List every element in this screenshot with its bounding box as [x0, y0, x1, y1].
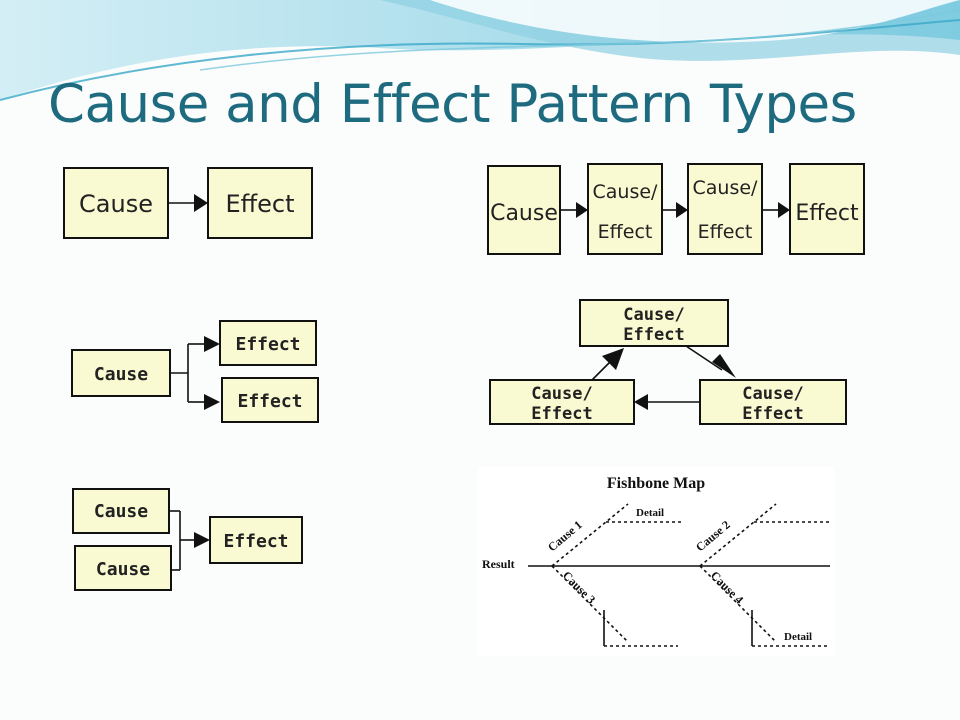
- fishbone-background: [478, 466, 834, 656]
- chain-cause-label: Cause: [490, 201, 558, 226]
- arrowhead: [576, 202, 588, 218]
- effect-label-1: Effect: [235, 334, 300, 355]
- effect-label-2: Effect: [237, 391, 302, 412]
- cause-box: [71, 349, 171, 397]
- diagram-fishbone-map: Fishbone Map Result Detail Cause 1 Cause…: [478, 466, 834, 656]
- fishbone-title: Fishbone Map: [607, 475, 705, 492]
- cycle-right-label-2: Effect: [742, 404, 803, 424]
- cycle-top-box: [579, 299, 729, 347]
- diagram-many-causes-one-effect: Cause Cause Effect: [72, 488, 303, 591]
- cycle-top-label-1: Cause/: [623, 305, 684, 325]
- chain-link2-label-bottom: Effect: [698, 221, 753, 243]
- arrowhead: [676, 202, 688, 218]
- cause-label: Cause: [94, 364, 148, 385]
- header-wave-line-2: [199, 9, 960, 71]
- effect-box-1: [219, 320, 317, 366]
- arrowhead: [194, 194, 208, 212]
- chain-effect-box: [789, 163, 865, 255]
- cycle-right-box: [699, 379, 847, 425]
- chain-cause-box: [487, 165, 561, 255]
- arrowhead: [204, 336, 220, 352]
- chain-link1-box: [587, 163, 663, 255]
- chain-effect-label: Effect: [795, 201, 859, 226]
- cause-label-2: Cause: [96, 559, 150, 580]
- diagram-one-cause-many-effects: Cause Effect Effect: [71, 320, 319, 423]
- cycle-left-label-1: Cause/: [531, 384, 592, 404]
- cycle-left-box: [489, 379, 635, 425]
- chain-link1-label-bottom: Effect: [598, 221, 653, 243]
- effect-box: [209, 516, 303, 564]
- arrowhead: [778, 202, 790, 218]
- arrowhead: [712, 354, 736, 378]
- fishbone-bone-2: [699, 503, 777, 567]
- diagram-single-cause-effect: Cause Effect: [63, 167, 313, 239]
- cause-label: Cause: [79, 190, 153, 218]
- fishbone-bone-1: [551, 503, 629, 567]
- cause-box: [63, 167, 169, 239]
- cycle-left-label-2: Effect: [531, 404, 592, 424]
- chain-link2-label-top: Cause/: [693, 177, 759, 199]
- slide-title: Cause and Effect Pattern Types: [48, 74, 857, 135]
- effect-box: [207, 167, 313, 239]
- diagram-causal-cycle: Cause/ Effect Cause/ Effect Cause/ Effec…: [489, 299, 847, 425]
- chain-link1-label-top: Cause/: [593, 181, 659, 203]
- arrowhead: [602, 348, 624, 370]
- effect-label: Effect: [223, 531, 288, 552]
- arrowhead: [194, 532, 210, 548]
- header-wave-line: [0, 19, 960, 101]
- diagram-causal-chain: Cause Cause/ Effect Cause/ Effect Effect: [487, 163, 865, 255]
- fishbone-result-label: Result: [482, 557, 515, 571]
- cycle-top-label-2: Effect: [623, 325, 684, 345]
- effect-box-2: [221, 377, 319, 423]
- fishbone-detail-top: Detail: [636, 507, 664, 519]
- effect-label: Effect: [225, 190, 294, 218]
- arrowhead: [634, 394, 648, 410]
- fishbone-detail-bottom: Detail: [784, 631, 812, 643]
- cause-label-1: Cause: [94, 501, 148, 522]
- cause-box-2: [74, 545, 172, 591]
- chain-link2-box: [687, 163, 763, 255]
- arrowhead: [204, 394, 220, 410]
- cause-box-1: [72, 488, 170, 534]
- cycle-right-label-1: Cause/: [742, 384, 803, 404]
